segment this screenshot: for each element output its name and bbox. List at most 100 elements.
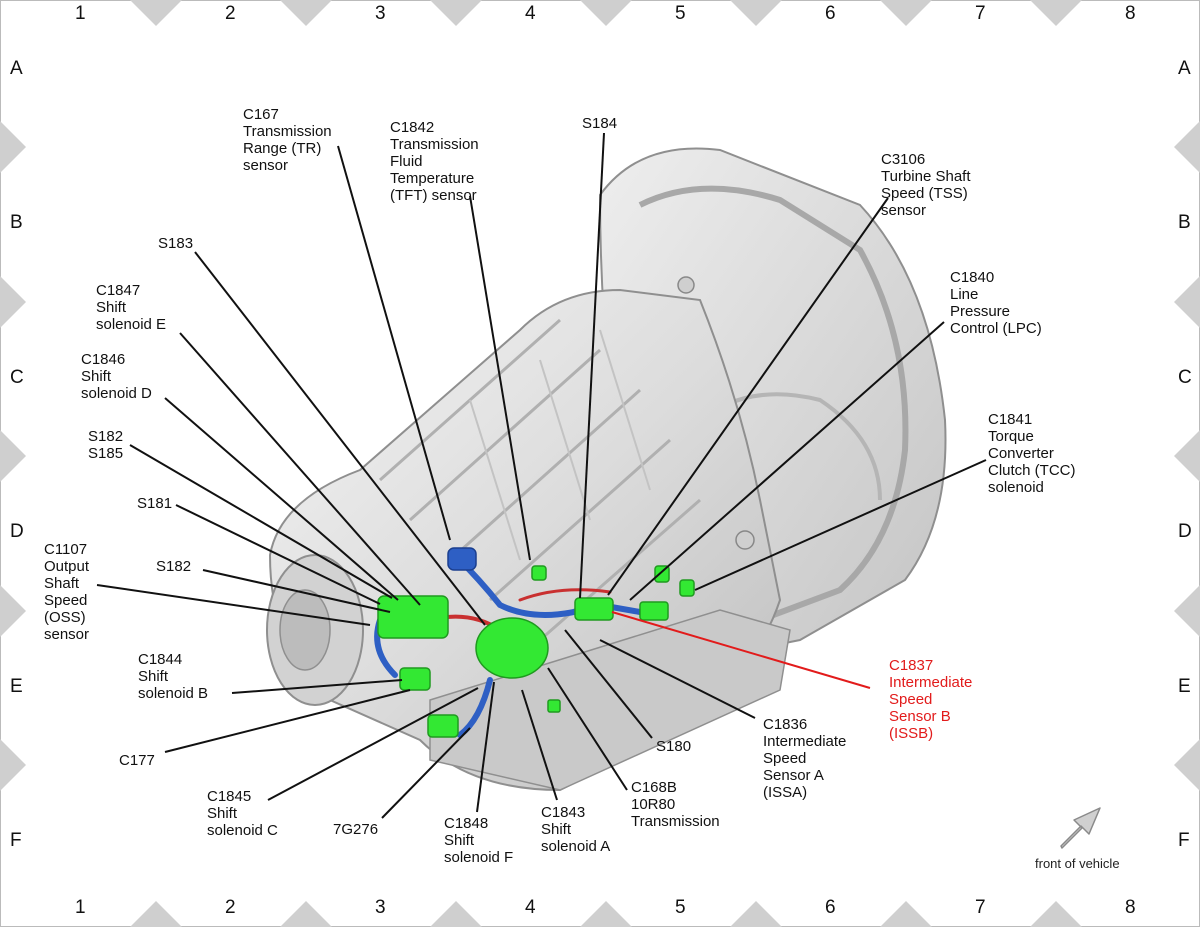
grid-column-label: 4 bbox=[525, 897, 536, 918]
grid-column-label: 3 bbox=[375, 3, 386, 24]
grid-column-label: 2 bbox=[225, 897, 236, 918]
leader-line-c1848 bbox=[476, 681, 495, 813]
grid-row-label: D bbox=[10, 521, 24, 542]
grid-column-label: 4 bbox=[525, 3, 536, 24]
leader-line-s182s185 bbox=[129, 444, 393, 599]
leader-line-c1844 bbox=[231, 679, 403, 694]
grid-marker bbox=[130, 0, 182, 26]
grid-column-label: 7 bbox=[975, 3, 986, 24]
label-c1837: C1837 Intermediate Speed Sensor B (ISSB) bbox=[889, 657, 973, 742]
leader-line-s183 bbox=[194, 251, 486, 626]
grid-marker bbox=[430, 901, 482, 927]
grid-marker bbox=[0, 121, 26, 173]
leader-line-c1836 bbox=[599, 639, 756, 719]
grid-row-label: A bbox=[1178, 58, 1191, 79]
grid-marker bbox=[0, 430, 26, 482]
front-of-vehicle-label: front of vehicle bbox=[1035, 856, 1120, 871]
grid-column-label: 5 bbox=[675, 3, 686, 24]
leader-line-c1843 bbox=[521, 689, 558, 801]
grid-marker bbox=[730, 0, 782, 26]
grid-row-label: D bbox=[1178, 521, 1192, 542]
label-7g276: 7G276 bbox=[333, 821, 379, 838]
label-c3106: C3106 Turbine Shaft Speed (TSS) sensor bbox=[881, 151, 971, 219]
grid-marker bbox=[730, 901, 782, 927]
label-s183: S183 bbox=[158, 235, 194, 252]
leader-line-s180 bbox=[564, 629, 653, 739]
leader-line-s184 bbox=[579, 132, 605, 599]
label-s184: S184 bbox=[582, 115, 618, 132]
leader-line-c1845 bbox=[267, 687, 479, 801]
leader-line-c1846 bbox=[164, 397, 399, 601]
grid-column-label: 1 bbox=[75, 3, 86, 24]
leader-line-s181 bbox=[175, 504, 381, 605]
grid-row-label: B bbox=[1178, 212, 1191, 233]
connectors bbox=[377, 547, 695, 738]
leader-line-g7g276 bbox=[381, 727, 471, 819]
grid-row-label: E bbox=[1178, 676, 1191, 697]
grid-marker bbox=[430, 0, 482, 26]
label-c1844: C1844 Shift solenoid B bbox=[138, 651, 209, 702]
leader-line-s182 bbox=[202, 569, 391, 613]
label-c1842: C1842 Transmission Fluid Temperature (TF… bbox=[390, 119, 479, 204]
grid-row-label: B bbox=[10, 212, 23, 233]
grid-marker bbox=[1174, 121, 1200, 173]
grid-marker bbox=[1174, 739, 1200, 791]
grid-marker bbox=[280, 901, 332, 927]
grid-marker bbox=[0, 585, 26, 637]
transmission-illustration bbox=[266, 147, 947, 792]
label-c1848: C1848 Shift solenoid F bbox=[444, 815, 514, 866]
arrow-up-right-icon bbox=[1060, 807, 1101, 849]
leader-line-c168b bbox=[547, 667, 628, 791]
grid-marker bbox=[1030, 901, 1082, 927]
grid-marker bbox=[0, 276, 26, 328]
grid-row-label: E bbox=[10, 676, 23, 697]
grid-row-label: C bbox=[10, 367, 24, 388]
leader-line-c1847 bbox=[179, 332, 421, 606]
leader-line-c1841 bbox=[694, 459, 987, 591]
label-c1841: C1841 Torque Converter Clutch (TCC) sole… bbox=[988, 411, 1076, 496]
label-c1845: C1845 Shift solenoid C bbox=[207, 788, 278, 839]
label-c1836: C1836 Intermediate Speed Sensor A (ISSA) bbox=[763, 716, 847, 801]
leader-line-c1840 bbox=[629, 321, 945, 601]
grid-row-label: A bbox=[10, 58, 23, 79]
leader-line-c1107 bbox=[96, 584, 371, 626]
leader-lines bbox=[96, 132, 987, 819]
leader-line-c167 bbox=[337, 145, 451, 541]
label-c177: C177 bbox=[119, 752, 155, 769]
grid-marker bbox=[580, 0, 632, 26]
label-s182: S182 bbox=[156, 558, 192, 575]
grid-row-label: F bbox=[1178, 830, 1190, 851]
grid-marker bbox=[130, 901, 182, 927]
grid-marker bbox=[0, 739, 26, 791]
grid-marker bbox=[1174, 585, 1200, 637]
grid-marker bbox=[880, 901, 932, 927]
label-c168b: C168B 10R80 Transmission bbox=[631, 779, 720, 830]
grid-column-label: 5 bbox=[675, 897, 686, 918]
label-s180: S180 bbox=[656, 738, 692, 755]
grid-marker bbox=[880, 0, 932, 26]
label-c1107: C1107 Output Shaft Speed (OSS) sensor bbox=[44, 541, 90, 643]
leader-line-c1837 bbox=[611, 611, 871, 689]
leader-line-c1842 bbox=[469, 195, 531, 561]
grid-column-label: 6 bbox=[825, 897, 836, 918]
grid-column-label: 1 bbox=[75, 897, 86, 918]
grid-marker bbox=[1174, 276, 1200, 328]
label-s181: S181 bbox=[137, 495, 173, 512]
label-s182-s185: S182 S185 bbox=[88, 428, 124, 462]
grid-column-label: 3 bbox=[375, 897, 386, 918]
label-c1846: C1846 Shift solenoid D bbox=[81, 351, 152, 402]
label-c1847: C1847 Shift solenoid E bbox=[96, 282, 167, 333]
label-c1840: C1840 Line Pressure Control (LPC) bbox=[950, 269, 1042, 337]
grid-marker bbox=[1174, 430, 1200, 482]
grid-column-label: 6 bbox=[825, 3, 836, 24]
grid-row-label: C bbox=[1178, 367, 1192, 388]
grid-marker bbox=[1030, 0, 1082, 26]
leader-line-c3106 bbox=[607, 197, 889, 596]
grid-marker bbox=[280, 0, 332, 26]
grid-column-label: 7 bbox=[975, 897, 986, 918]
label-c167: C167 Transmission Range (TR) sensor bbox=[243, 106, 332, 174]
grid-column-label: 8 bbox=[1125, 3, 1136, 24]
